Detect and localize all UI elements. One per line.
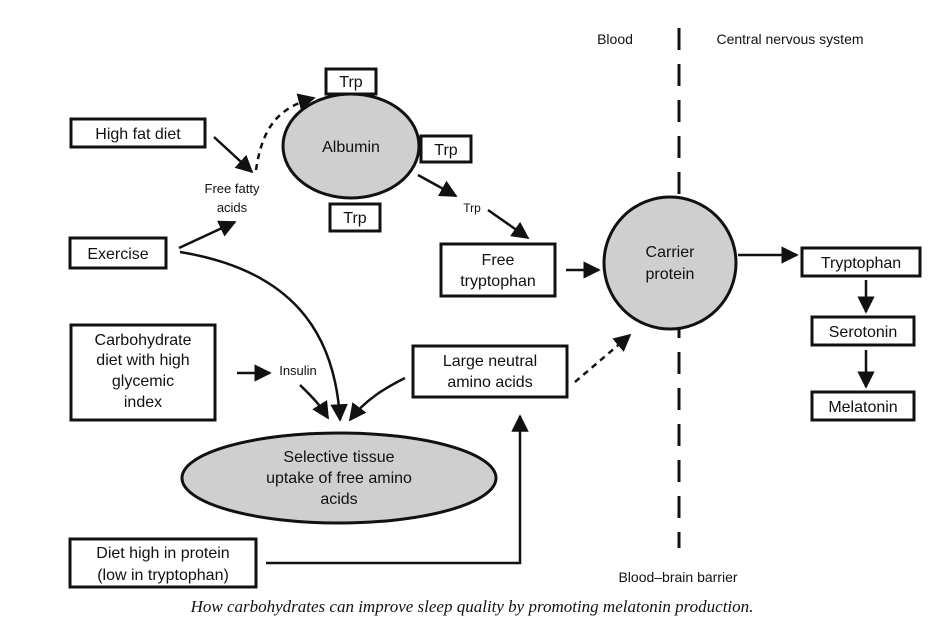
free-tryptophan-line-1: Free <box>482 252 515 269</box>
trp-label-bottom: Trp <box>343 210 367 227</box>
arrow-lnaa-to-carrier <box>574 333 632 383</box>
large-neutral-box <box>411 344 569 399</box>
region-barrier-label: Blood–brain barrier <box>618 569 737 585</box>
carb-diet-line-4: index <box>124 394 162 411</box>
carb-diet-line-1: Carbohydrate <box>95 332 192 349</box>
melatonin-label: Melatonin <box>828 399 897 416</box>
arrow-exercise-to-ffa <box>178 220 237 250</box>
trp-box-top <box>324 67 378 96</box>
trp-box-right <box>419 134 473 164</box>
free-tryptophan-box <box>439 242 557 298</box>
arrow-insulin-to-uptake <box>299 384 330 420</box>
selective-uptake-line-1: Selective tissue <box>283 449 394 466</box>
high-fat-diet-box <box>69 117 207 149</box>
tryptophan-label: Tryptophan <box>821 255 901 272</box>
exercise-label: Exercise <box>87 246 148 263</box>
insulin-label: Insulin <box>279 363 317 378</box>
arrow-exercise-to-uptake <box>179 250 348 422</box>
arrow-ffa-to-albumin <box>254 93 316 171</box>
serotonin-box <box>810 315 916 347</box>
selective-uptake-line-2: uptake of free amino <box>266 470 412 487</box>
serotonin-label: Serotonin <box>829 324 898 341</box>
protein-diet-box <box>68 537 258 589</box>
tryptophan-box <box>800 246 922 278</box>
carb-diet-line-2: diet with high <box>96 352 189 369</box>
selective-uptake-ellipse <box>180 431 498 525</box>
carb-diet-box <box>69 323 217 422</box>
free-fatty-acids-line-1: Free fatty <box>205 181 260 196</box>
large-neutral-line-2: amino acids <box>447 374 532 391</box>
protein-diet-line-1: Diet high in protein <box>96 545 229 562</box>
arrow-trp-to-free-tryptophan <box>487 208 530 240</box>
arrow-fat-to-ffa <box>213 136 254 174</box>
arrow-protein-to-lnaa <box>266 414 529 565</box>
trp-arrow-label: Trp <box>463 201 481 215</box>
exercise-box <box>68 236 168 270</box>
arrow-albumin-to-trp <box>417 173 458 198</box>
trp-label-top: Trp <box>339 74 363 91</box>
melatonin-box <box>810 390 916 422</box>
free-fatty-acids-line-2: acids <box>217 200 248 215</box>
region-blood-label: Blood <box>597 31 633 47</box>
albumin-label: Albumin <box>322 139 380 156</box>
free-tryptophan-line-2: tryptophan <box>460 273 536 290</box>
arrow-lnaa-to-uptake <box>348 376 406 422</box>
high-fat-diet-label: High fat diet <box>95 126 181 143</box>
region-cns-label: Central nervous system <box>716 31 863 47</box>
trp-box-bottom <box>328 202 382 233</box>
carb-diet-line-3: glycemic <box>112 373 174 390</box>
protein-diet-line-2: (low in tryptophan) <box>97 567 229 584</box>
carrier-protein-circle <box>602 195 738 331</box>
figure-caption: How carbohydrates can improve sleep qual… <box>190 597 754 616</box>
selective-uptake-line-3: acids <box>320 491 357 508</box>
trp-label-right: Trp <box>434 142 458 159</box>
large-neutral-line-1: Large neutral <box>443 353 537 370</box>
carrier-protein-line-1: Carrier <box>646 244 696 261</box>
carrier-protein-line-2: protein <box>646 266 695 283</box>
